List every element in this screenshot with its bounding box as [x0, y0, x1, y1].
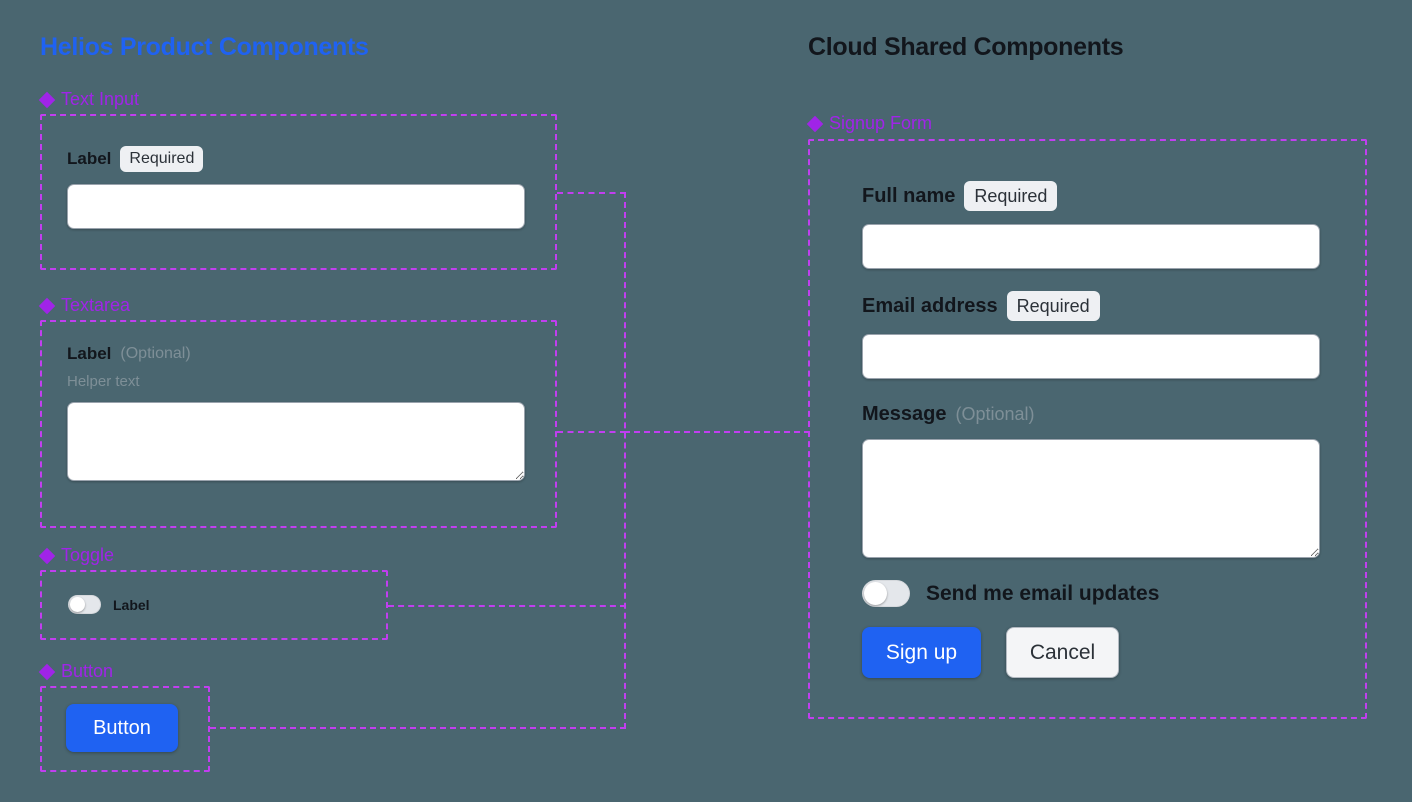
- cluster-icon: [38, 297, 56, 314]
- cluster-icon: [38, 663, 56, 680]
- message-label: Message: [862, 403, 947, 425]
- text-input-label-row: Label Required: [67, 146, 527, 172]
- textarea-field[interactable]: [67, 402, 525, 481]
- section-label-text: Text Input: [61, 89, 140, 109]
- full-name-required-badge: Required: [964, 181, 1058, 211]
- email-required-badge: Required: [1006, 291, 1100, 321]
- connector-trunk-vertical: [624, 192, 626, 729]
- full-name-label-row: Full name Required: [862, 181, 1322, 211]
- textarea-group: Label (Optional) Helper text: [67, 344, 527, 481]
- text-input-field[interactable]: [67, 184, 525, 229]
- cluster-icon: [38, 91, 56, 108]
- connector-text-input-horizontal: [557, 192, 626, 194]
- cluster-box-text-input: [40, 114, 557, 270]
- connector-textarea-horizontal: [557, 431, 626, 433]
- section-label-text: Toggle: [61, 545, 115, 565]
- signup-message-group: Message (Optional): [862, 403, 1322, 558]
- message-label-row: Message (Optional): [862, 403, 1322, 426]
- newsletter-toggle-label: Send me email updates: [926, 581, 1160, 605]
- textarea-optional-text: (Optional): [120, 345, 191, 362]
- section-label-text: Signup Form: [829, 113, 933, 133]
- cancel-button[interactable]: Cancel: [1006, 627, 1119, 678]
- full-name-label: Full name: [862, 184, 956, 207]
- newsletter-toggle-knob: [864, 582, 887, 605]
- text-input-group: Label Required: [67, 146, 527, 229]
- textarea-helper-text: Helper text: [67, 373, 140, 390]
- section-label-textarea: Textarea: [38, 295, 131, 316]
- connector-button-horizontal: [210, 727, 626, 729]
- cluster-box-toggle: [40, 570, 388, 640]
- section-label-signup-form: Signup Form: [806, 113, 933, 134]
- demo-button[interactable]: Button: [66, 704, 178, 752]
- email-label: Email address: [862, 294, 998, 317]
- email-label-row: Email address Required: [862, 291, 1322, 321]
- cluster-icon: [806, 115, 824, 132]
- right-panel-title: Cloud Shared Components: [808, 33, 1124, 61]
- cluster-icon: [38, 547, 56, 564]
- section-label-text-input: Text Input: [38, 89, 140, 110]
- textarea-label: Label: [67, 344, 112, 363]
- cluster-box-signup-form: [808, 139, 1367, 719]
- message-optional-text: (Optional): [955, 404, 1035, 424]
- cluster-box-button: [40, 686, 210, 772]
- newsletter-toggle-group: Send me email updates: [862, 580, 1159, 607]
- left-panel-title: Helios Product Components: [40, 33, 369, 61]
- cluster-box-textarea: [40, 320, 557, 528]
- newsletter-toggle-switch[interactable]: [862, 580, 910, 607]
- textarea-label-row: Label (Optional): [67, 344, 527, 364]
- text-input-required-badge: Required: [120, 146, 204, 172]
- connector-trunk-to-signup-form: [624, 431, 810, 433]
- signup-email-group: Email address Required: [862, 291, 1322, 379]
- text-input-label: Label: [67, 149, 112, 168]
- full-name-input[interactable]: [862, 224, 1320, 269]
- toggle-group: Label: [68, 595, 150, 614]
- message-textarea[interactable]: [862, 439, 1320, 558]
- signup-full-name-group: Full name Required: [862, 181, 1322, 269]
- toggle-label: Label: [113, 596, 150, 613]
- section-label-toggle: Toggle: [38, 545, 115, 566]
- connector-toggle-horizontal: [388, 605, 626, 607]
- section-label-text: Button: [61, 661, 114, 681]
- email-input[interactable]: [862, 334, 1320, 379]
- toggle-switch[interactable]: [68, 595, 101, 614]
- section-label-text: Textarea: [61, 295, 131, 315]
- toggle-knob: [70, 597, 85, 612]
- sign-up-button[interactable]: Sign up: [862, 627, 981, 678]
- section-label-button: Button: [38, 661, 114, 682]
